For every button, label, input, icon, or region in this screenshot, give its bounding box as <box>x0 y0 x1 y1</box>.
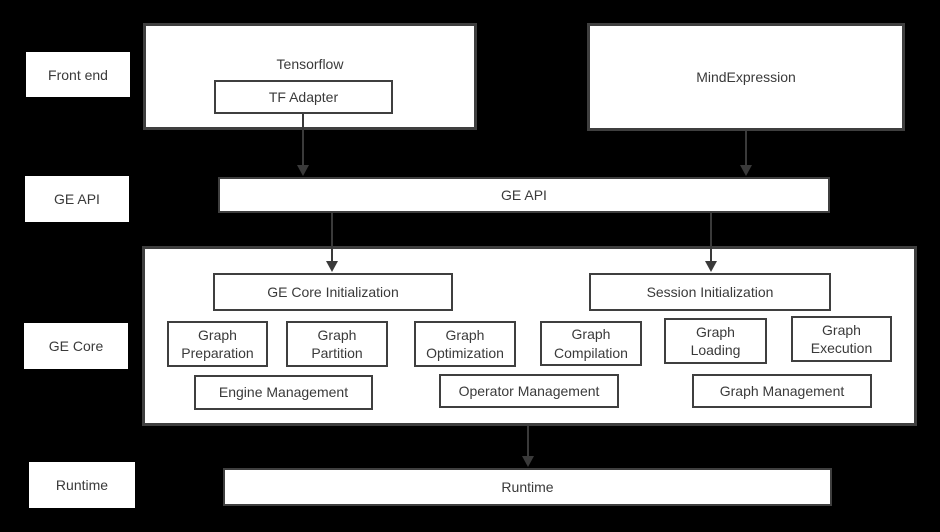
mind-expression-box: MindExpression <box>587 23 905 131</box>
runtime-bar: Runtime <box>223 468 832 506</box>
ge-core-box: GE Core Initialization Session Initializ… <box>142 246 917 426</box>
arrow-shaft <box>302 114 304 165</box>
arrow-head-icon <box>522 456 534 467</box>
row-label-ge-api: GE API <box>25 176 129 222</box>
row-label-runtime: Runtime <box>29 462 135 508</box>
arrow-mind-expression-to-ge-api <box>740 131 752 176</box>
graph-execution-box: Graph Execution <box>791 316 892 362</box>
arrow-head-icon <box>705 261 717 272</box>
session-initialization-box: Session Initialization <box>589 273 831 311</box>
row-label-front-end: Front end <box>26 52 130 97</box>
graph-compilation-box: Graph Compilation <box>540 321 642 366</box>
arrow-shaft <box>745 131 747 165</box>
graph-loading-box: Graph Loading <box>664 318 767 364</box>
arrow-shaft <box>710 213 712 261</box>
arrow-head-icon <box>740 165 752 176</box>
row-label-ge-core: GE Core <box>24 323 128 369</box>
arrow-shaft <box>527 426 529 456</box>
graph-management-box: Graph Management <box>692 374 872 408</box>
tensorflow-label: Tensorflow <box>276 56 344 72</box>
arrow-ge-api-to-ge-core-initialization <box>326 213 338 272</box>
graph-optimization-box: Graph Optimization <box>414 321 516 367</box>
tf-adapter-box: TF Adapter <box>214 80 393 114</box>
graph-partition-box: Graph Partition <box>286 321 388 367</box>
operator-management-box: Operator Management <box>439 374 619 408</box>
arrow-shaft <box>331 213 333 261</box>
mind-expression-label: MindExpression <box>696 69 796 85</box>
ge-api-bar: GE API <box>218 177 830 213</box>
ge-core-initialization-box: GE Core Initialization <box>213 273 453 311</box>
tensorflow-box: Tensorflow TF Adapter <box>143 23 477 130</box>
arrow-ge-api-to-session-initialization <box>705 213 717 272</box>
arrow-head-icon <box>297 165 309 176</box>
arrow-tf-adapter-to-ge-api <box>297 114 309 176</box>
arrow-ge-core-to-runtime <box>522 426 534 467</box>
graph-preparation-box: Graph Preparation <box>167 321 268 367</box>
arrow-head-icon <box>326 261 338 272</box>
engine-management-box: Engine Management <box>194 375 373 410</box>
